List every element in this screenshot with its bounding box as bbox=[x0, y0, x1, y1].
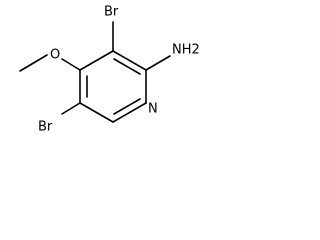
bond-c6-c5 bbox=[79, 102, 114, 123]
double-bond-c3-c2-inner bbox=[113, 58, 141, 75]
double-bond-n1-c6-inner bbox=[113, 98, 141, 115]
bond-o-methyl bbox=[19, 54, 48, 72]
bond-c4-c3 bbox=[79, 50, 114, 71]
bond-c4-o bbox=[61, 58, 81, 71]
bond-c5-br bbox=[61, 102, 81, 115]
bond-c3-c2 bbox=[112, 50, 147, 71]
atom-label-br-top: Br bbox=[104, 5, 119, 20]
bond-c2-nh2 bbox=[145, 55, 171, 71]
atom-label-nh2: NH2 bbox=[172, 43, 200, 58]
molecule-structure: Br NH2 O Br N bbox=[19, 5, 200, 135]
bond-n1-c6 bbox=[112, 102, 147, 123]
atom-label-n: N bbox=[148, 102, 158, 117]
atom-label-br-bottom: Br bbox=[38, 120, 53, 135]
atom-label-o: O bbox=[50, 48, 60, 63]
